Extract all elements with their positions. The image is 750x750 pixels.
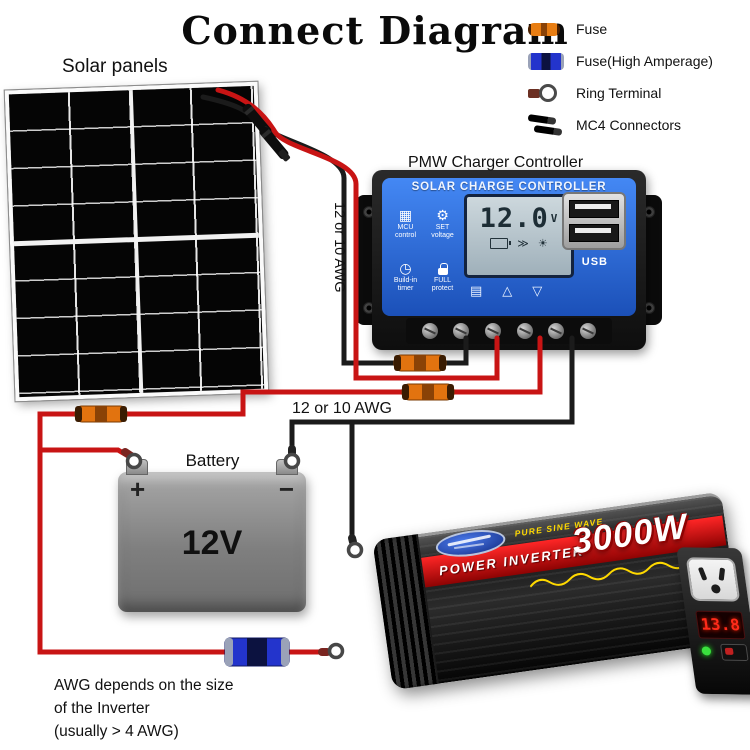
minus-sign: − [278, 474, 294, 504]
mcu-control-button: ▦ MCU control [394, 207, 416, 239]
controller-housing: SOLAR CHARGE CONTROLLER ▦ MCU control ⚙ … [372, 170, 646, 350]
terminal-screw-icon [516, 323, 533, 339]
gear-icon: ⚙ [436, 207, 449, 224]
inverter-voltage-display: 13.8 [695, 610, 746, 640]
mc4-connector [259, 126, 291, 162]
full-protect-button: FULL protect [425, 251, 460, 302]
legend-label: Ring Terminal [576, 85, 662, 101]
usb-label: USB [581, 256, 608, 268]
terminal-screw-icon [421, 323, 438, 339]
plus-sign: + [130, 474, 146, 504]
awg-note-line: AWG depends on the size [54, 677, 234, 694]
awg-note: AWG depends on the size of the Inverter … [54, 674, 234, 743]
legend-item-fuse: Fuse [528, 16, 713, 42]
terminal-screw-icon [580, 323, 597, 339]
lcd-voltage-unit: V [550, 212, 559, 225]
ring-terminal-icon [528, 84, 557, 102]
controller-feature-icons: ▦ MCU control ⚙ SET voltage ◷ Build-in t… [388, 198, 460, 302]
controller-label: PMW Charger Controller [408, 154, 584, 171]
up-arrow-icon: △ [502, 284, 513, 299]
usb-ports [562, 192, 626, 250]
awg-note-line: (usually > 4 AWG) [54, 723, 179, 740]
legend: Fuse Fuse(High Amperage) Ring Terminal M… [527, 16, 713, 144]
wire-battery-black [289, 335, 575, 454]
battery: + − 12V [118, 459, 306, 612]
battery-label: Battery [185, 451, 240, 470]
awg-horizontal-label: 12 or 10 AWG [292, 400, 392, 417]
terminal-screw-icon [453, 323, 470, 339]
charge-controller: SOLAR CHARGE CONTROLLER ▦ MCU control ⚙ … [356, 170, 662, 350]
battery-voltage: 12V [181, 524, 243, 562]
legend-label: Fuse(High Amperage) [576, 53, 713, 69]
terminal-screw-icon [485, 323, 502, 339]
fuse-high-amperage-icon [528, 52, 564, 70]
terminal-screw-icon [548, 323, 565, 339]
legend-item-ring-terminal: Ring Terminal [528, 80, 713, 106]
battery-status-icon [490, 238, 512, 249]
legend-item-fuse-high: Fuse(High Amperage) [528, 48, 713, 74]
menu-icon: ▤ [470, 284, 483, 299]
mount-hole-icon [644, 303, 654, 313]
mc4-connectors-icon [527, 114, 564, 136]
battery-positive-post [126, 459, 148, 475]
mount-hole-icon [644, 207, 654, 217]
fuse-high-amperage [224, 637, 290, 667]
legend-label: Fuse [576, 21, 608, 37]
legend-label: MC4 Connectors [576, 117, 682, 133]
fuse [401, 383, 455, 401]
battery-negative-post [276, 459, 298, 475]
set-voltage-button: ⚙ SET voltage [431, 207, 454, 239]
power-led-icon [701, 646, 712, 656]
fuse-icon [528, 22, 560, 36]
chip-icon: ▦ [398, 207, 413, 224]
down-arrow-icon: ▽ [532, 284, 543, 299]
controller-faceplate: SOLAR CHARGE CONTROLLER ▦ MCU control ⚙ … [382, 178, 636, 316]
ring-terminal [346, 534, 364, 559]
solar-panel-image [3, 80, 270, 403]
power-switch [720, 643, 749, 662]
controller-touch-icons: ▤ △ ▽ [470, 284, 542, 299]
ring-terminal [318, 642, 345, 660]
lock-icon [437, 261, 448, 277]
legend-item-mc4: MC4 Connectors [527, 112, 713, 138]
solar-panels-label: Solar panels [62, 56, 168, 77]
awg-note-line: of the Inverter [54, 700, 150, 717]
fuse [74, 405, 128, 423]
terminal-strip [406, 318, 612, 344]
usb-port-1 [569, 200, 619, 218]
fuse [393, 354, 447, 372]
page-title: Connect Diagram [181, 8, 569, 53]
usb-port-2 [569, 224, 619, 242]
power-inverter: PURE SINE WAVE POWER INVERTER 3000W 13.8 [366, 444, 750, 750]
inverter-front-face: 13.8 [676, 547, 750, 695]
ac-outlet-socket [685, 557, 741, 602]
lcd-status-icons: ≫ ☀ [467, 237, 571, 250]
awg-vertical-label: 12 or 10 AWG [331, 202, 347, 293]
clock-icon: ◷ [399, 260, 412, 277]
wire-battery-red-branch [37, 447, 133, 460]
sun-icon: ☀ [537, 237, 548, 250]
built-in-timer-button: ◷ Build-in timer [393, 260, 418, 292]
flow-arrows-icon: ≫ [517, 237, 529, 250]
